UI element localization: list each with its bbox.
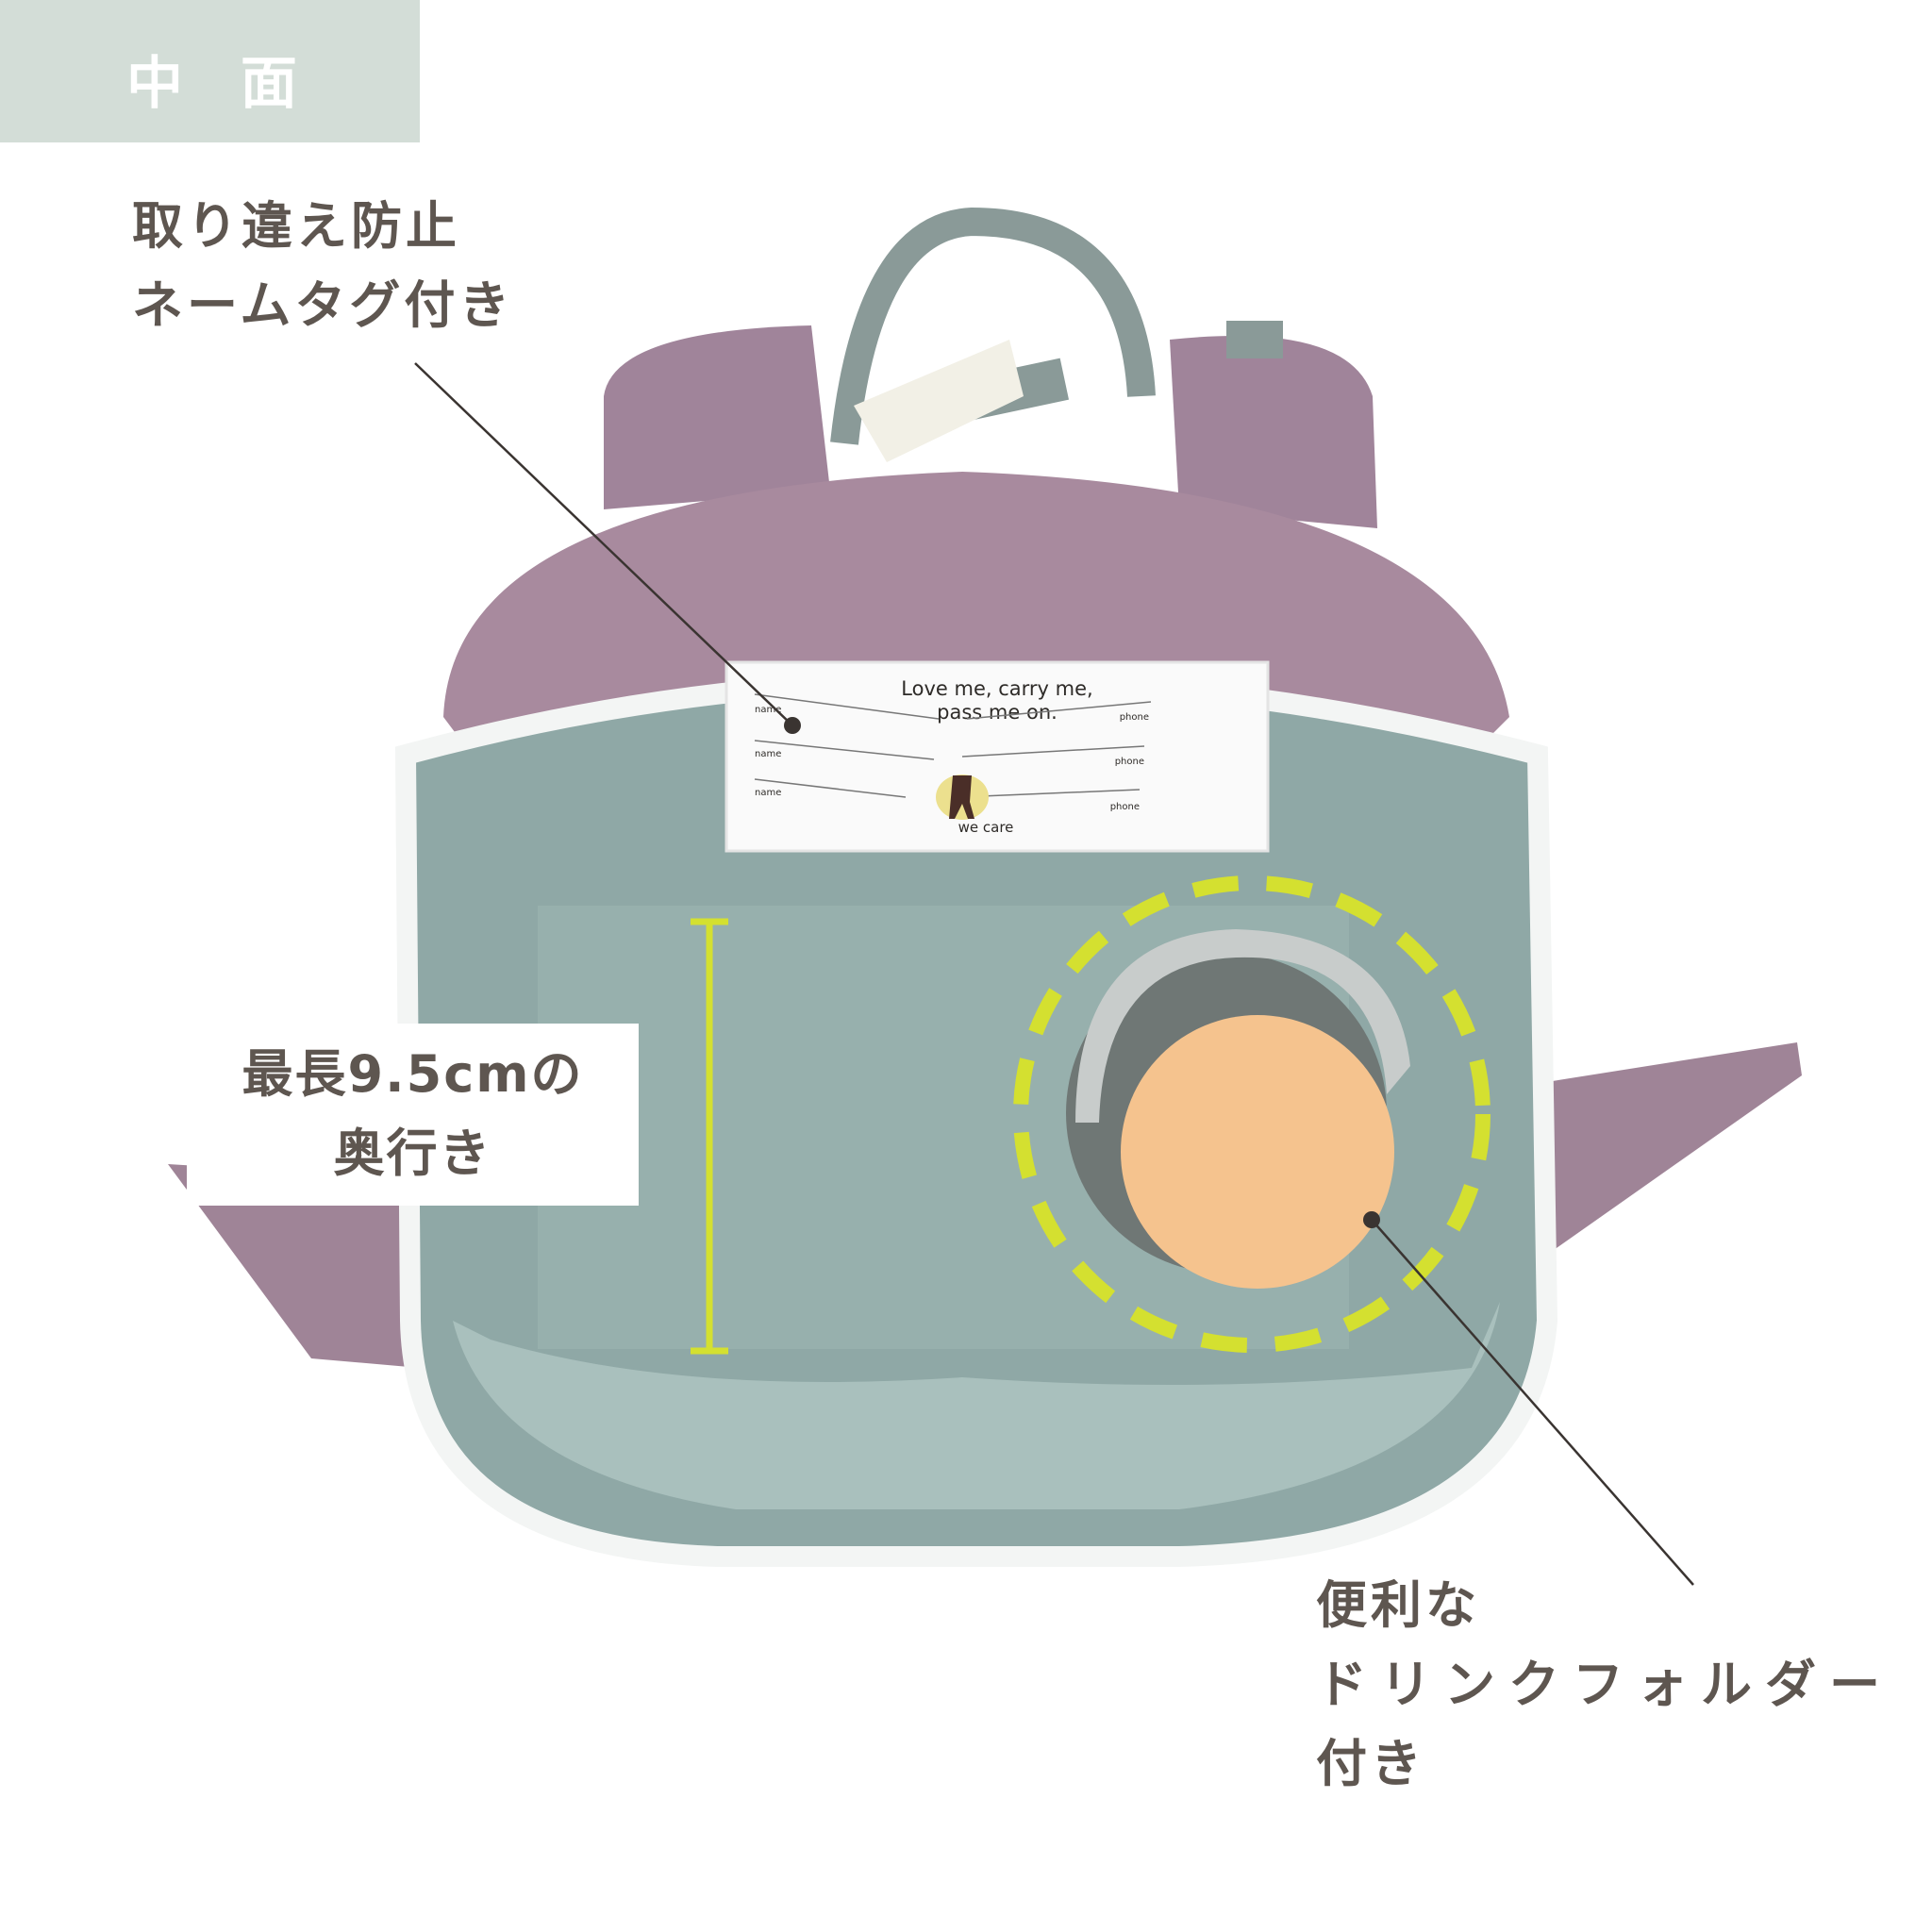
name-field-label: name (755, 749, 781, 759)
callout-line: 取り違え防止 (132, 196, 460, 256)
name-tag-callout: 取り違え防止 ネームタグ付き (132, 187, 513, 345)
right-side-wing (1528, 1042, 1802, 1255)
top-handle-icon (830, 207, 1156, 445)
callout-line: 付き (1316, 1734, 1425, 1793)
callout-line: ドリンクフォルダー (1316, 1655, 1893, 1714)
name-tag-slogan-1: Love me, carry me, (901, 677, 1092, 700)
phone-field-label: phone (1120, 712, 1149, 723)
right-shoulder-strap (1170, 336, 1377, 528)
depth-callout: 最長9.5cmの 奥行き (187, 1024, 639, 1193)
phone-field-label: phone (1115, 757, 1144, 767)
depth-callout-box: 最長9.5cmの 奥行き (187, 1024, 639, 1206)
callout-line: ネームタグ付き (132, 275, 514, 335)
drink-holder-leader-line (1371, 1219, 1694, 1586)
section-tag-label: 中 面 (126, 51, 316, 117)
bottle-cap (1121, 1015, 1394, 1289)
section-tag: 中 面 (0, 0, 420, 142)
name-field-label: name (755, 788, 781, 798)
bag-inner-floor (453, 1302, 1500, 1509)
left-side-wing (168, 1164, 420, 1368)
name-tag-leader-dot (784, 717, 801, 734)
drink-holder-callout: 便利な ドリンクフォルダー 付き (1316, 1566, 1893, 1804)
name-tag-footer: we care (958, 819, 1014, 836)
callout-line: 最長9.5cmの (242, 1044, 584, 1104)
buckle-icon (854, 340, 1024, 462)
callout-line: 便利な (1316, 1575, 1480, 1635)
phone-field-label: phone (1110, 802, 1140, 812)
strap-webbing (1226, 321, 1283, 358)
name-tag-leader-line (414, 362, 793, 726)
callout-line: 奥行き (333, 1124, 492, 1183)
drink-holder-highlight (1013, 875, 1491, 1353)
drink-holder-leader-dot (1363, 1211, 1380, 1228)
depth-measure-bar (691, 918, 728, 1355)
water-bottle (1066, 929, 1410, 1289)
name-field-label: name (755, 705, 781, 715)
name-tag-card: Love me, carry me, pass me on. name name… (724, 660, 1270, 853)
left-shoulder-strap (604, 325, 830, 509)
